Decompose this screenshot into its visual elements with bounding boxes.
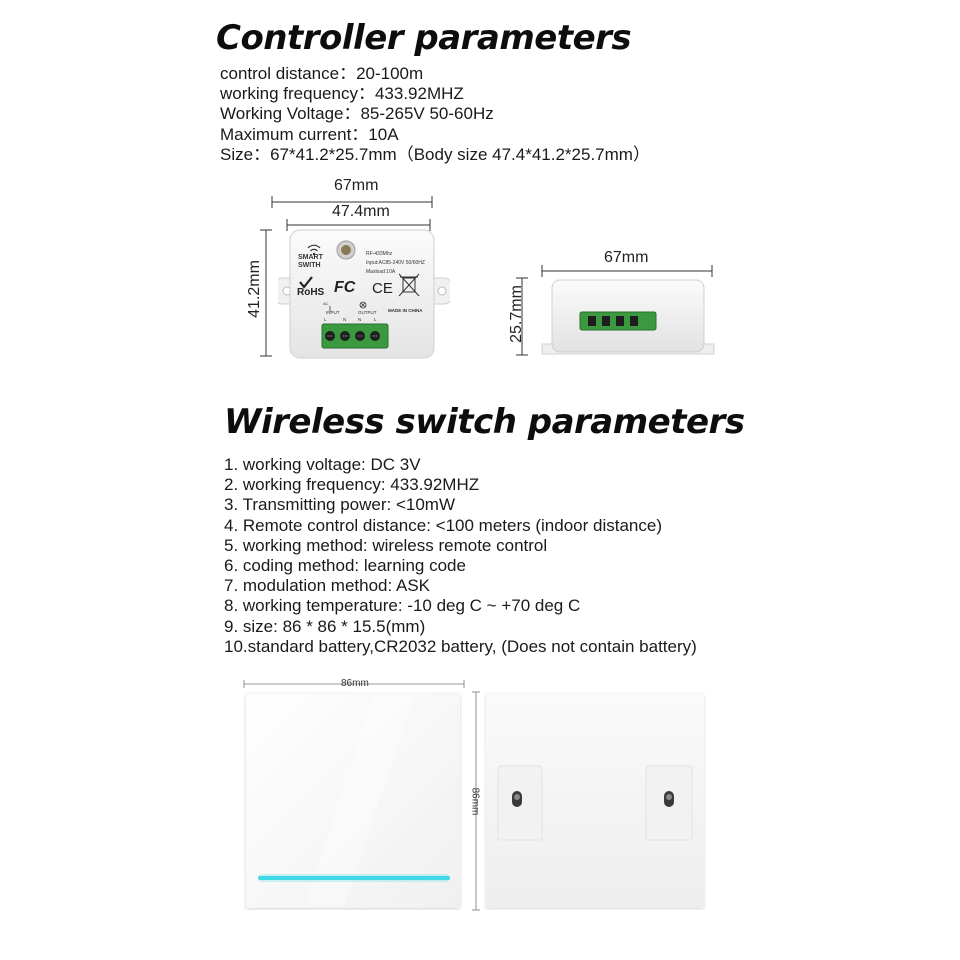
fc-mark: FC — [334, 279, 356, 296]
wireless-param: 2. working frequency: 433.92MHZ — [224, 475, 480, 495]
input-text: Input:AC85-240V 50/60HZ — [366, 260, 425, 266]
terminal-l1: L — [324, 317, 327, 322]
side-width-label: 67mm — [604, 249, 649, 266]
terminal-l2: L — [374, 317, 377, 322]
body-width-label: 47.4mm — [332, 203, 390, 220]
input-terminal-label: INPUT — [326, 310, 340, 315]
height-label: 41.2mm — [245, 260, 263, 318]
made-in-text: MADE IN CHINA — [388, 308, 423, 313]
rohs-mark: RoHS — [297, 287, 325, 298]
wireless-param: 4. Remote control distance: <100 meters … — [224, 515, 662, 535]
switch-width-label: 86mm — [341, 678, 369, 689]
controller-param: Size：67*41.2*25.7mm（Body size 47.4*41.2*… — [220, 144, 650, 164]
wireless-dimension-lines — [243, 680, 480, 911]
overall-width-label: 67mm — [334, 177, 379, 194]
wireless-param: 1. working voltage: DC 3V — [224, 455, 421, 474]
wireless-param: 10.standard battery,CR2032 battery, (Doe… — [224, 636, 697, 656]
wireless-param: 3. Transmitting power: <10mW — [224, 495, 456, 515]
ac-text: AC — [323, 301, 329, 306]
wireless-parameter-list: 1. working voltage: DC 3V 2. working fre… — [224, 455, 697, 657]
wireless-param: 9. size: 86 * 86 * 15.5(mm) — [224, 616, 426, 636]
brand-label: SMART SWITH — [298, 254, 323, 270]
led-indicator-strip — [258, 876, 450, 880]
ce-mark: CE — [372, 280, 393, 297]
controller-param: control distance：20-100m — [220, 64, 424, 83]
controller-heading: Controller parameters — [216, 18, 632, 58]
wireless-heading: Wireless switch parameters — [224, 402, 745, 442]
controller-front-dimension-lines — [260, 196, 433, 357]
output-terminal-label: OUTPUT — [358, 310, 377, 315]
controller-device-side — [540, 278, 716, 356]
controller-param: Working Voltage：85-265V 50-60Hz — [220, 104, 494, 124]
controller-device-front: SMART SWITH RF-433Mhz Input:AC85-240V 50… — [273, 228, 453, 360]
controller-param: Maximum current：10A — [220, 124, 399, 144]
rf-text: RF-433Mhz — [366, 251, 393, 257]
depth-label: 25.7mm — [507, 285, 525, 343]
wireless-param: 6. coding method: learning code — [224, 556, 466, 576]
brand-line-2: SWITH — [298, 262, 321, 269]
terminal-n2: N — [358, 317, 362, 322]
wireless-param: 8. working temperature: -10 deg C ~ +70 … — [224, 596, 581, 616]
terminal-n1: N — [343, 317, 347, 322]
switch-height-label: 86mm — [469, 787, 481, 816]
wireless-switch-back — [484, 692, 706, 910]
controller-param: working frequency：433.92MHZ — [220, 84, 464, 104]
controller-side-dimension-lines — [516, 265, 713, 356]
wireless-param: 7. modulation method: ASK — [224, 576, 431, 596]
brand-line-1: SMART — [298, 254, 323, 261]
wireless-switch-front — [244, 692, 462, 910]
controller-parameter-list: control distance：20-100m working frequen… — [220, 64, 650, 165]
maxload-text: Maxload:10A — [366, 269, 396, 275]
wireless-param: 5. working method: wireless remote contr… — [224, 535, 548, 555]
spec-label: RF-433Mhz Input:AC85-240V 50/60HZ Maxloa… — [366, 250, 425, 277]
